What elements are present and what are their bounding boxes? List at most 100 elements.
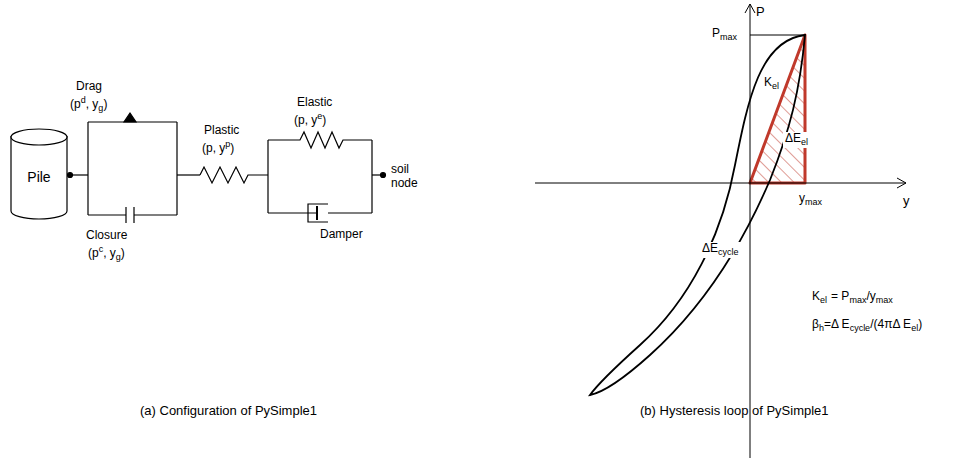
label-text: (b) Hysteresis loop of PySimple1: [640, 403, 829, 418]
label-text: Damper: [320, 227, 363, 241]
wire: [87, 122, 88, 215]
energy-label: ΔEcycle: [700, 242, 741, 258]
label-text: K: [764, 75, 772, 89]
axis-value: ymax: [799, 192, 822, 208]
subscript: cycle: [718, 247, 739, 257]
label-text: =Δ E: [824, 317, 850, 331]
subscript: el: [820, 295, 827, 305]
label-text: ): [103, 97, 107, 111]
axis-value: Pmax: [712, 27, 737, 43]
label-text: (p, y: [202, 141, 225, 155]
label-text: y: [903, 193, 910, 208]
damper-wire: [328, 212, 372, 213]
label-text: Elastic: [297, 95, 332, 109]
closure-gap-symbol: [125, 207, 126, 223]
element-variables: (pc, yg): [88, 244, 125, 263]
p-axis-line: [750, 4, 751, 458]
pysimple1-schematic: [68, 113, 386, 223]
axis-arrowhead: [745, 4, 755, 13]
element-variables: (pd, yg): [70, 95, 107, 114]
damper-wire: [268, 212, 317, 213]
stiffness-label: Kel: [762, 76, 781, 92]
label-text: β: [812, 317, 819, 331]
label-text: (p, y: [294, 113, 317, 127]
closure-wire: [134, 214, 177, 215]
wire: [176, 122, 177, 215]
subscript: g: [116, 252, 121, 262]
hysteresis-loop: [590, 35, 805, 395]
wire: [267, 140, 268, 213]
label-text: ): [230, 141, 234, 155]
formula: Kel= Pmax/ymax: [812, 290, 893, 306]
element-name: Drag: [76, 80, 102, 94]
element-name: Elastic: [297, 96, 332, 110]
axis-arrowhead: [897, 178, 906, 188]
subscript: max: [805, 197, 822, 207]
panel-caption: (b) Hysteresis loop of PySimple1: [640, 404, 829, 419]
superscript: p: [225, 139, 230, 149]
subscript: h: [819, 323, 824, 333]
damper-piston: [316, 206, 318, 220]
label-text: y: [799, 191, 805, 205]
subscript: g: [98, 103, 103, 113]
soil-node-dot: [381, 173, 386, 178]
label-text: P: [712, 26, 720, 40]
label-text: , y: [103, 246, 116, 260]
label-text: (p: [70, 97, 81, 111]
wire: [371, 140, 372, 213]
hysteresis-plot: [535, 4, 906, 458]
label-text: Drag: [76, 79, 102, 93]
element-variables: (p, yp): [202, 139, 234, 156]
elastic-spring-symbol: [268, 132, 372, 148]
wire: [177, 174, 200, 175]
subscript: el: [801, 137, 808, 147]
subscript: max: [876, 295, 893, 305]
subscript: el: [911, 323, 918, 333]
y-axis-line: [535, 183, 906, 184]
label-text: (a) Configuration of PySimple1: [140, 403, 317, 418]
subscript: cycle: [850, 323, 871, 333]
subscript: el: [772, 81, 779, 91]
label-text: soil node: [391, 162, 418, 190]
panel-caption: (a) Configuration of PySimple1: [140, 404, 317, 419]
superscript: d: [81, 95, 86, 105]
element-name: Plastic: [204, 124, 239, 138]
label-text: = P: [831, 289, 849, 303]
energy-label: ΔEel: [783, 132, 810, 148]
axis-label: P: [756, 5, 765, 20]
drag-symbol: [124, 113, 136, 122]
element-name: Closure: [86, 229, 127, 243]
node-text: Pile: [10, 128, 68, 185]
subscript: max: [849, 295, 866, 305]
subscript: max: [720, 32, 737, 42]
plastic-spring-symbol: [200, 167, 268, 183]
closure-wire: [88, 214, 126, 215]
label-text: ): [121, 246, 125, 260]
label-text: K: [812, 289, 820, 303]
element-name: Damper: [320, 228, 363, 242]
label-text: Closure: [86, 228, 127, 242]
node-label: soil node: [391, 163, 425, 191]
axis-label: y: [903, 194, 910, 209]
label-text: /(4πΔ E: [870, 317, 911, 331]
label-text: Plastic: [204, 123, 239, 137]
damper-cylinder: [308, 204, 328, 222]
pmax-line: [750, 35, 805, 36]
cylinder-top: [11, 129, 67, 145]
label-text: , y: [86, 97, 99, 111]
formula: βh=Δ Ecycle/(4πΔ Eel): [812, 318, 922, 334]
superscript: c: [99, 244, 104, 254]
superscript: e: [317, 111, 322, 121]
closure-gap-symbol: [133, 207, 134, 223]
pile-cylinder: Pile: [10, 128, 68, 220]
label-text: ): [918, 317, 922, 331]
label-text: /y: [866, 289, 875, 303]
label-text: (p: [88, 246, 99, 260]
label-text: P: [756, 4, 765, 19]
label-text: ΔE: [702, 241, 718, 255]
element-variables: (p, ye): [294, 111, 326, 128]
